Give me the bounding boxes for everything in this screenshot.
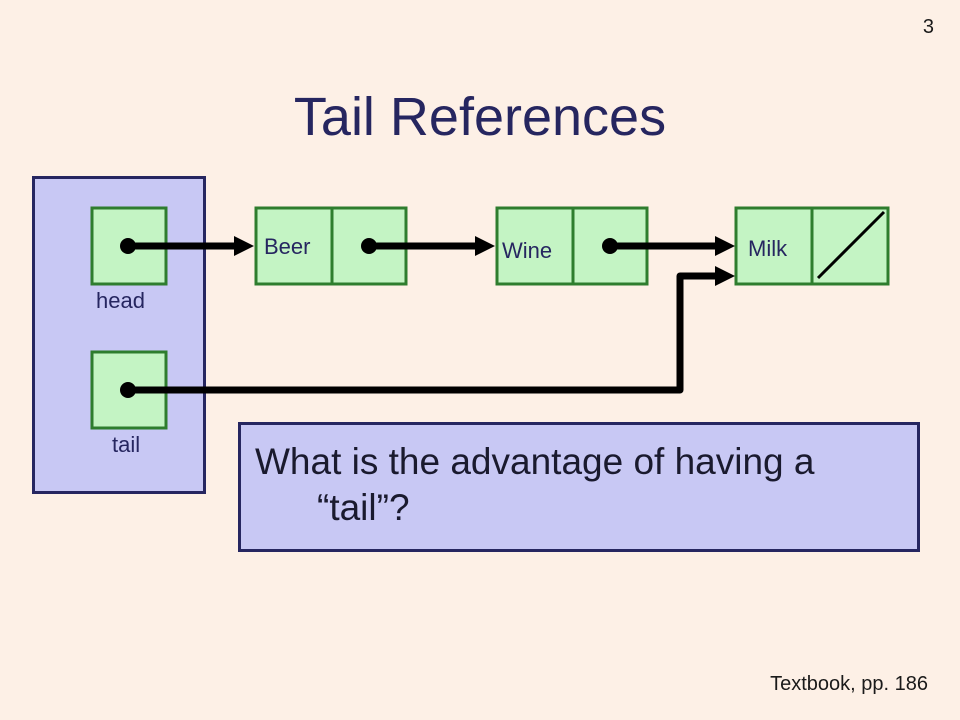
wine-next-pointer-arrow xyxy=(602,236,735,256)
node-value-wine: Wine xyxy=(502,238,553,263)
tail-pointer-arrow xyxy=(120,266,735,398)
tail-label: tail xyxy=(112,432,141,457)
footnote: Textbook, pp. 186 xyxy=(770,673,928,695)
question-box: What is the advantage of having a “tail”… xyxy=(238,422,920,552)
null-slash xyxy=(816,210,886,280)
node-beer-value-cell xyxy=(254,206,334,286)
head-pointer-arrow xyxy=(120,236,254,256)
beer-next-pointer-arrow xyxy=(361,236,495,256)
node-value-beer: Beer xyxy=(264,234,311,259)
head-label: head xyxy=(96,288,145,313)
node-milk-value-cell xyxy=(734,206,814,286)
node-value-milk: Milk xyxy=(748,236,788,261)
node-wine-value-cell xyxy=(495,206,575,286)
page-number: 3 xyxy=(922,16,934,38)
slide-title: Tail References xyxy=(293,87,667,147)
question-text: What is the advantage of having a “tail”… xyxy=(255,441,815,528)
